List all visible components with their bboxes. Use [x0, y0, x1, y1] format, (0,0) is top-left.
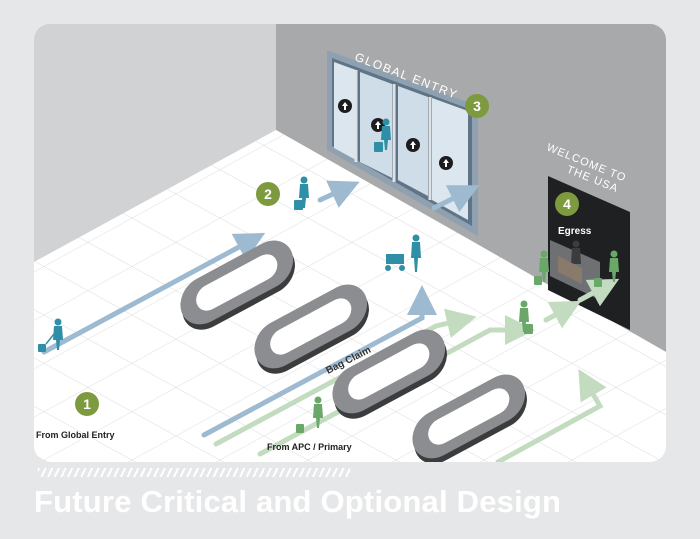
- scene-panel: GLOBAL ENTRY WELCOME TO THE USA Egress: [34, 24, 666, 462]
- egress-label: Egress: [558, 226, 592, 237]
- traveler-icon: [294, 176, 309, 210]
- traveler-icon: [594, 250, 619, 287]
- footer-title: Future Critical and Optional Design: [34, 484, 562, 519]
- from-global-entry-label: From Global Entry: [36, 430, 115, 440]
- bag-carousel: [254, 284, 369, 374]
- traveler-icon: [374, 118, 391, 152]
- officer-icon: [558, 240, 582, 284]
- global-entry-doors: [327, 50, 478, 236]
- marker-3-number: 3: [473, 98, 481, 114]
- marker-2-number: 2: [264, 186, 272, 202]
- marker-1: 1: [75, 392, 99, 416]
- up-arrow-icon: [406, 138, 420, 152]
- blue-path-global-entry: [41, 180, 480, 438]
- left-wall: [34, 24, 276, 262]
- green-path-primary: [213, 278, 620, 462]
- traveler-icon: [38, 318, 63, 352]
- up-arrow-icon: [338, 99, 352, 113]
- up-arrow-icon: [371, 118, 385, 132]
- bag-cart-icon: [385, 234, 421, 272]
- traveler-icon: [519, 300, 533, 334]
- decorative-hatch-rule: [38, 468, 350, 477]
- up-arrow-icon: [439, 156, 453, 170]
- marker-4: 4: [555, 192, 579, 216]
- from-apc-label: From APC / Primary: [267, 442, 352, 452]
- marker-4-number: 4: [563, 196, 571, 212]
- marker-1-number: 1: [83, 396, 91, 412]
- traveler-icon: [534, 250, 549, 285]
- bag-carousel: [332, 329, 447, 419]
- bag-carousel: [180, 240, 295, 330]
- marker-2: 2: [256, 182, 280, 206]
- bag-carousel: [412, 374, 527, 462]
- traveler-icon: [296, 396, 323, 433]
- marker-3: 3: [465, 94, 489, 118]
